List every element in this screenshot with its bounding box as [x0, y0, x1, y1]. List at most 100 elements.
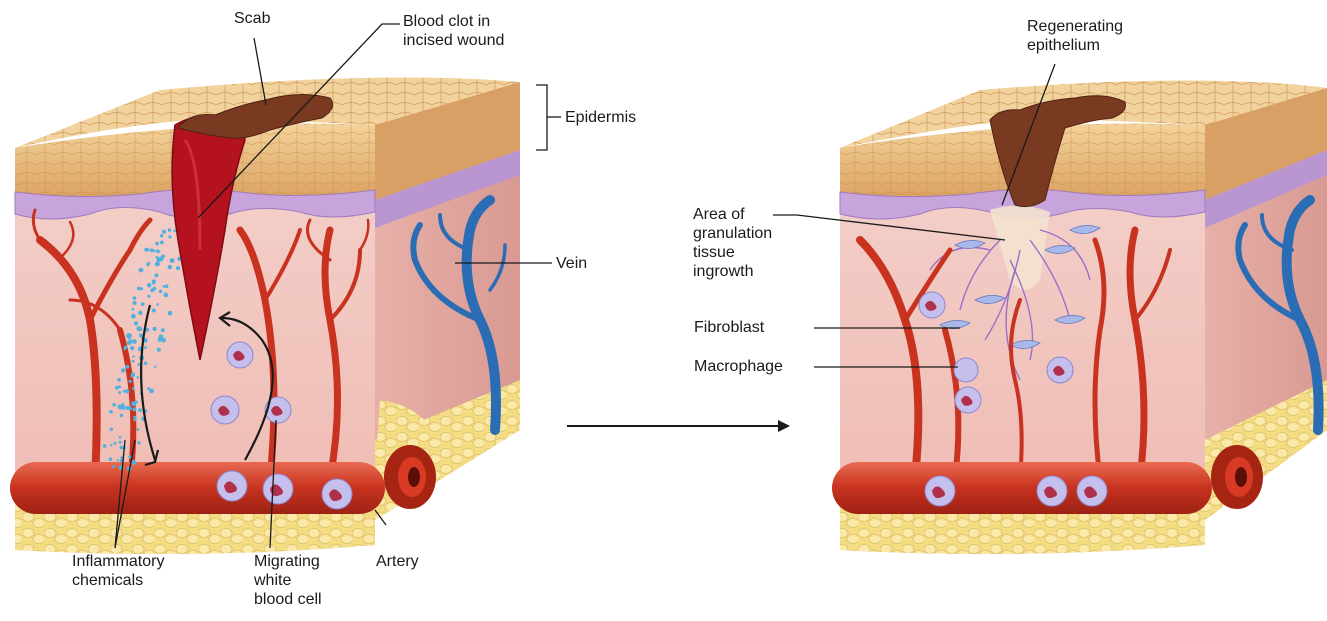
chemical-dot [112, 465, 115, 468]
chemical-dot [140, 287, 143, 290]
chemical-dot [156, 303, 159, 306]
chemical-dot [149, 389, 154, 394]
chemical-dot [122, 403, 124, 405]
chemical-dot [132, 355, 134, 357]
chemical-dot [119, 441, 122, 444]
chemical-dot [170, 258, 175, 263]
chemical-dot [137, 428, 140, 431]
chemical-dot [132, 387, 135, 390]
chemical-dot [109, 410, 113, 414]
chemical-dot [132, 360, 135, 363]
chemical-dot [155, 242, 159, 246]
chemical-dot [154, 273, 158, 277]
chemical-dot [131, 460, 136, 465]
chemical-dot [168, 311, 173, 316]
chemical-dot [147, 295, 150, 298]
chemical-dot [133, 296, 137, 300]
chemical-dot [137, 363, 140, 366]
label-scab: Scab [234, 9, 270, 28]
chemical-dot [125, 365, 129, 369]
right-main-artery [832, 462, 1212, 514]
chemical-dot [158, 339, 161, 342]
chemical-dot [134, 321, 138, 325]
chemical-dot [118, 385, 121, 388]
chemical-dot [110, 428, 113, 431]
chemical-dot [128, 407, 132, 411]
chemical-dot [176, 266, 180, 270]
label-macrophage: Macrophage [694, 357, 783, 376]
chemical-dot [103, 444, 107, 448]
chemical-dot [137, 441, 140, 444]
label-fibroblast: Fibroblast [694, 318, 764, 337]
chemical-dot [137, 376, 140, 379]
chemical-dot [144, 346, 147, 349]
left-skin-block [10, 78, 520, 555]
chemical-dot [126, 333, 131, 338]
chemical-dot [132, 308, 135, 311]
chemical-dot [152, 282, 154, 284]
chemical-dot [119, 436, 122, 439]
chemical-dot [124, 346, 127, 349]
chemical-dot [138, 408, 142, 412]
chemical-dot [117, 378, 121, 382]
chemical-dot [113, 442, 116, 445]
chemical-dot [156, 256, 159, 259]
chemical-dot [173, 230, 176, 233]
chemical-dot [117, 459, 119, 461]
label-epidermis: Epidermis [565, 108, 636, 127]
chemical-dot [129, 339, 133, 343]
chemical-dot [118, 391, 121, 394]
chemical-dot [133, 407, 137, 411]
chemical-dot [168, 228, 172, 232]
chemical-dot [152, 309, 156, 313]
chemical-dot [133, 416, 136, 419]
chemical-dot [152, 249, 155, 252]
chemical-dot [125, 389, 129, 393]
chemical-dot [147, 248, 150, 251]
label-artery: Artery [376, 552, 419, 571]
chemical-dot [157, 348, 161, 352]
chemical-dot [144, 362, 147, 365]
right-skin-block [832, 80, 1327, 554]
chemical-dot [153, 327, 157, 331]
chemical-dot [129, 380, 132, 383]
chemical-dot [155, 262, 160, 267]
chemical-dot [138, 327, 143, 332]
chemical-dot [120, 405, 125, 410]
chemical-dot [120, 456, 123, 459]
label-blood-clot: Blood clot in incised wound [403, 12, 504, 50]
chemical-dot [139, 268, 144, 273]
chemical-dot [160, 234, 163, 237]
chemical-dot [161, 328, 165, 332]
chemical-dot [139, 334, 143, 338]
chemical-dot [131, 375, 134, 378]
chemical-dot [131, 314, 136, 319]
chemical-dot [162, 230, 166, 234]
chemical-dot [163, 285, 166, 288]
chemical-dot [150, 288, 154, 292]
chemical-dot [147, 387, 150, 390]
chemical-dot [120, 414, 123, 417]
chemical-dot [132, 339, 137, 344]
chemical-dot [159, 290, 163, 294]
label-regenerating-epithelium: Regenerating epithelium [1027, 17, 1123, 55]
chemical-dot [168, 235, 171, 238]
chemical-dot [147, 283, 152, 288]
label-migrating-wbc: Migrating white blood cell [254, 552, 322, 609]
chemical-dot [121, 368, 125, 372]
chemical-dot [146, 263, 149, 266]
chemical-dot [158, 250, 161, 253]
chemical-dot [163, 293, 168, 298]
chemical-dot [154, 366, 156, 368]
chemical-dot [131, 401, 136, 406]
chemical-dot [109, 457, 113, 461]
chemical-dot [161, 254, 165, 258]
transition-arrow [567, 420, 790, 432]
chemical-dot [130, 346, 134, 350]
label-vein: Vein [556, 254, 587, 273]
chemical-dot [165, 284, 168, 287]
chemical-dot [141, 302, 145, 306]
chemical-dot [138, 311, 142, 315]
chemical-dot [168, 265, 172, 269]
